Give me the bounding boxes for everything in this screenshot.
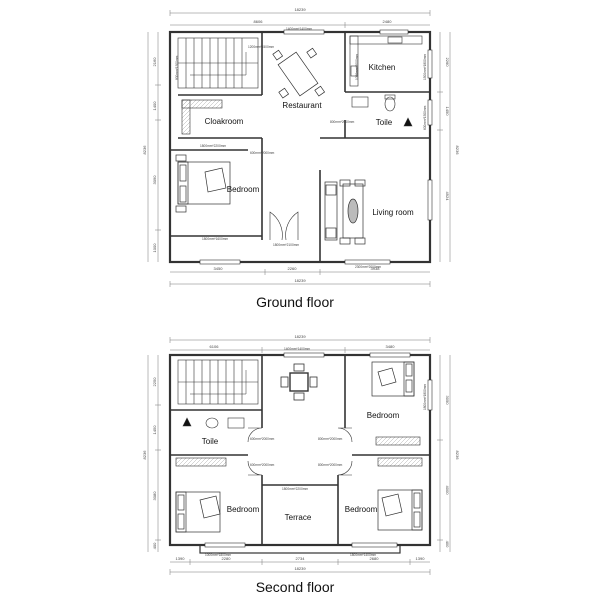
ground-dim-right-2: 1450	[445, 107, 450, 117]
ground-note-win-restaurant: 1400mm*1400mm	[286, 27, 312, 31]
second-note-door-tl: 600mm*2000mm	[250, 437, 275, 441]
second-windows	[204, 352, 433, 548]
ground-floor-plan	[147, 10, 451, 287]
ground-dim-right-3: 4924	[445, 192, 450, 202]
ground-note-win-stair: 1200mm*1500mm	[248, 45, 274, 49]
ground-room-restaurant: Restaurant	[282, 101, 322, 110]
ground-dim-left-4: 1000	[152, 243, 157, 253]
ground-wardrobe	[181, 99, 223, 135]
ground-vertical-dims: 2160 1400 3090 1000 8236 2260 1450 4924 …	[142, 57, 460, 253]
ground-dim-bottom-left: 3450	[214, 266, 224, 271]
second-room-bedroom-ne: Bedroom	[367, 411, 400, 420]
second-table-chairs	[280, 363, 318, 401]
ground-note-door-toile: 800mm*2000mm	[330, 120, 355, 124]
ground-floor-caption: Ground floor	[256, 294, 334, 310]
ground-note-win-living: 2300mm*2000mm	[355, 265, 381, 269]
second-dimension-text: 18239 6106 3480 1390 2280 2734 2680 1390…	[176, 334, 426, 571]
ground-note-door-main: 1800mm*2100mm	[273, 243, 299, 247]
ground-dim-left-1: 2160	[152, 57, 157, 67]
ground-room-labels: Kitchen Restaurant Cloakroom Toile Bedro…	[205, 63, 414, 217]
second-note-door-terrace: 1800mm*2200mm	[282, 487, 308, 491]
ground-room-toile: Toile	[376, 118, 393, 127]
second-vertical-dims: 2250 1450 3080 400 8236 3050 4000 400 82…	[142, 377, 460, 550]
second-dim-right-1: 3050	[445, 396, 450, 406]
ground-dim-bottom-right: 3938	[371, 266, 381, 271]
second-dim-left-4: 400	[152, 542, 157, 549]
second-bed-ne	[371, 361, 415, 397]
ground-room-kitchen: Kitchen	[369, 63, 396, 72]
ground-dimension-text: 18239 8606 2480 3450 2260 3938 18239	[214, 7, 393, 283]
ground-toile-fixtures	[351, 94, 413, 127]
ground-staircase	[177, 37, 259, 89]
ground-dim-right-total: 8236	[455, 146, 460, 156]
second-dim-bottom-1: 1390	[176, 556, 186, 561]
ground-dim-total-bottom: 18239	[294, 278, 306, 283]
ground-note-door-toile-side: 600mm*1500mm	[423, 105, 427, 130]
second-room-toile: Toile	[202, 437, 219, 446]
second-dim-right-2: 4000	[445, 486, 450, 496]
second-room-bedroom-se: Bedroom	[345, 505, 378, 514]
second-note-win-bl: 1000mm*1800mm	[205, 553, 231, 557]
ground-main-door	[269, 211, 299, 241]
second-staircase	[177, 359, 259, 405]
second-room-bedroom-sw: Bedroom	[227, 505, 260, 514]
ground-dimension-lines	[147, 10, 451, 287]
second-dim-total-bottom: 18239	[294, 566, 306, 571]
ground-dining-table	[272, 47, 326, 99]
second-dim-bottom-2: 2280	[222, 556, 232, 561]
second-dim-right-3: 400	[445, 541, 450, 548]
second-toile-fixtures	[182, 417, 245, 429]
ground-dim-bottom-mid: 2260	[288, 266, 298, 271]
ground-room-living: Living room	[372, 208, 414, 217]
second-dim-right-total: 8236	[455, 451, 460, 461]
ground-dim-left-3: 3090	[152, 175, 157, 185]
second-dim-bottom-4: 2680	[370, 556, 380, 561]
ground-room-cloakroom: Cloakroom	[205, 117, 244, 126]
ground-note-door-cloak: 1800mm*2200mm	[200, 144, 226, 148]
ground-opening-notes: 1400mm*1400mm 1200mm*1500mm 800mm*1500mm…	[175, 27, 427, 269]
ground-dim-top-left: 8606	[254, 19, 264, 24]
ground-note-win-kitchen: 1000mm*2000mm	[355, 54, 359, 80]
ground-dim-right-1: 2260	[445, 58, 450, 68]
second-room-labels: Bedroom Toile Bedroom Terrace Bedroom	[202, 411, 400, 522]
second-dim-bottom-5: 1390	[416, 556, 426, 561]
ground-bed	[175, 154, 231, 213]
ground-note-win-bed: 1800mm*1600mm	[202, 237, 228, 241]
ground-windows	[199, 29, 433, 265]
second-dim-left-3: 3080	[152, 491, 157, 501]
ground-room-bedroom: Bedroom	[227, 185, 260, 194]
second-bed-sw	[175, 491, 221, 533]
second-note-win-top: 1400mm*1400mm	[284, 347, 310, 351]
second-bed-se	[377, 489, 423, 531]
ground-sofa-set	[324, 179, 366, 245]
second-note-door-br: 800mm*2000mm	[318, 463, 343, 467]
ground-dim-left-2: 1400	[152, 101, 157, 111]
second-corridor-doors	[247, 427, 353, 476]
second-wardrobes	[175, 436, 423, 467]
second-room-terrace: Terrace	[285, 513, 312, 522]
second-opening-notes: 1400mm*1400mm 1800mm*1800mm 600mm*2000mm…	[205, 347, 427, 557]
ground-note-win-kitchen-side: 1500mm*1800mm	[423, 54, 427, 80]
second-floor-plan	[147, 337, 451, 575]
ground-dim-top-right: 2480	[383, 19, 393, 24]
second-note-door-tr: 800mm*2000mm	[318, 437, 343, 441]
second-floor-caption: Second floor	[255, 579, 335, 595]
second-dim-top-left: 6106	[210, 344, 220, 349]
second-dim-total-top: 18239	[294, 334, 306, 339]
ground-dim-total-top: 18239	[294, 7, 306, 12]
second-dim-bottom-3: 2734	[296, 556, 306, 561]
second-dim-top-right: 3480	[386, 344, 396, 349]
ground-kitchen-counter	[349, 35, 423, 87]
ground-dim-left-total: 8236	[142, 145, 147, 155]
second-note-win-ne-side: 1800mm*1800mm	[423, 384, 427, 410]
second-dim-left-total: 8236	[142, 450, 147, 460]
second-note-door-bl: 600mm*2000mm	[250, 463, 275, 467]
ground-note-win-stair2: 800mm*1500mm	[175, 55, 179, 80]
second-dimension-lines	[147, 337, 451, 575]
ground-note-door-bed: 600mm*2000mm	[250, 151, 275, 155]
second-dim-left-1: 2250	[152, 377, 157, 387]
second-dim-left-2: 1450	[152, 425, 157, 435]
second-note-win-br: 1800mm*1400mm	[350, 553, 376, 557]
